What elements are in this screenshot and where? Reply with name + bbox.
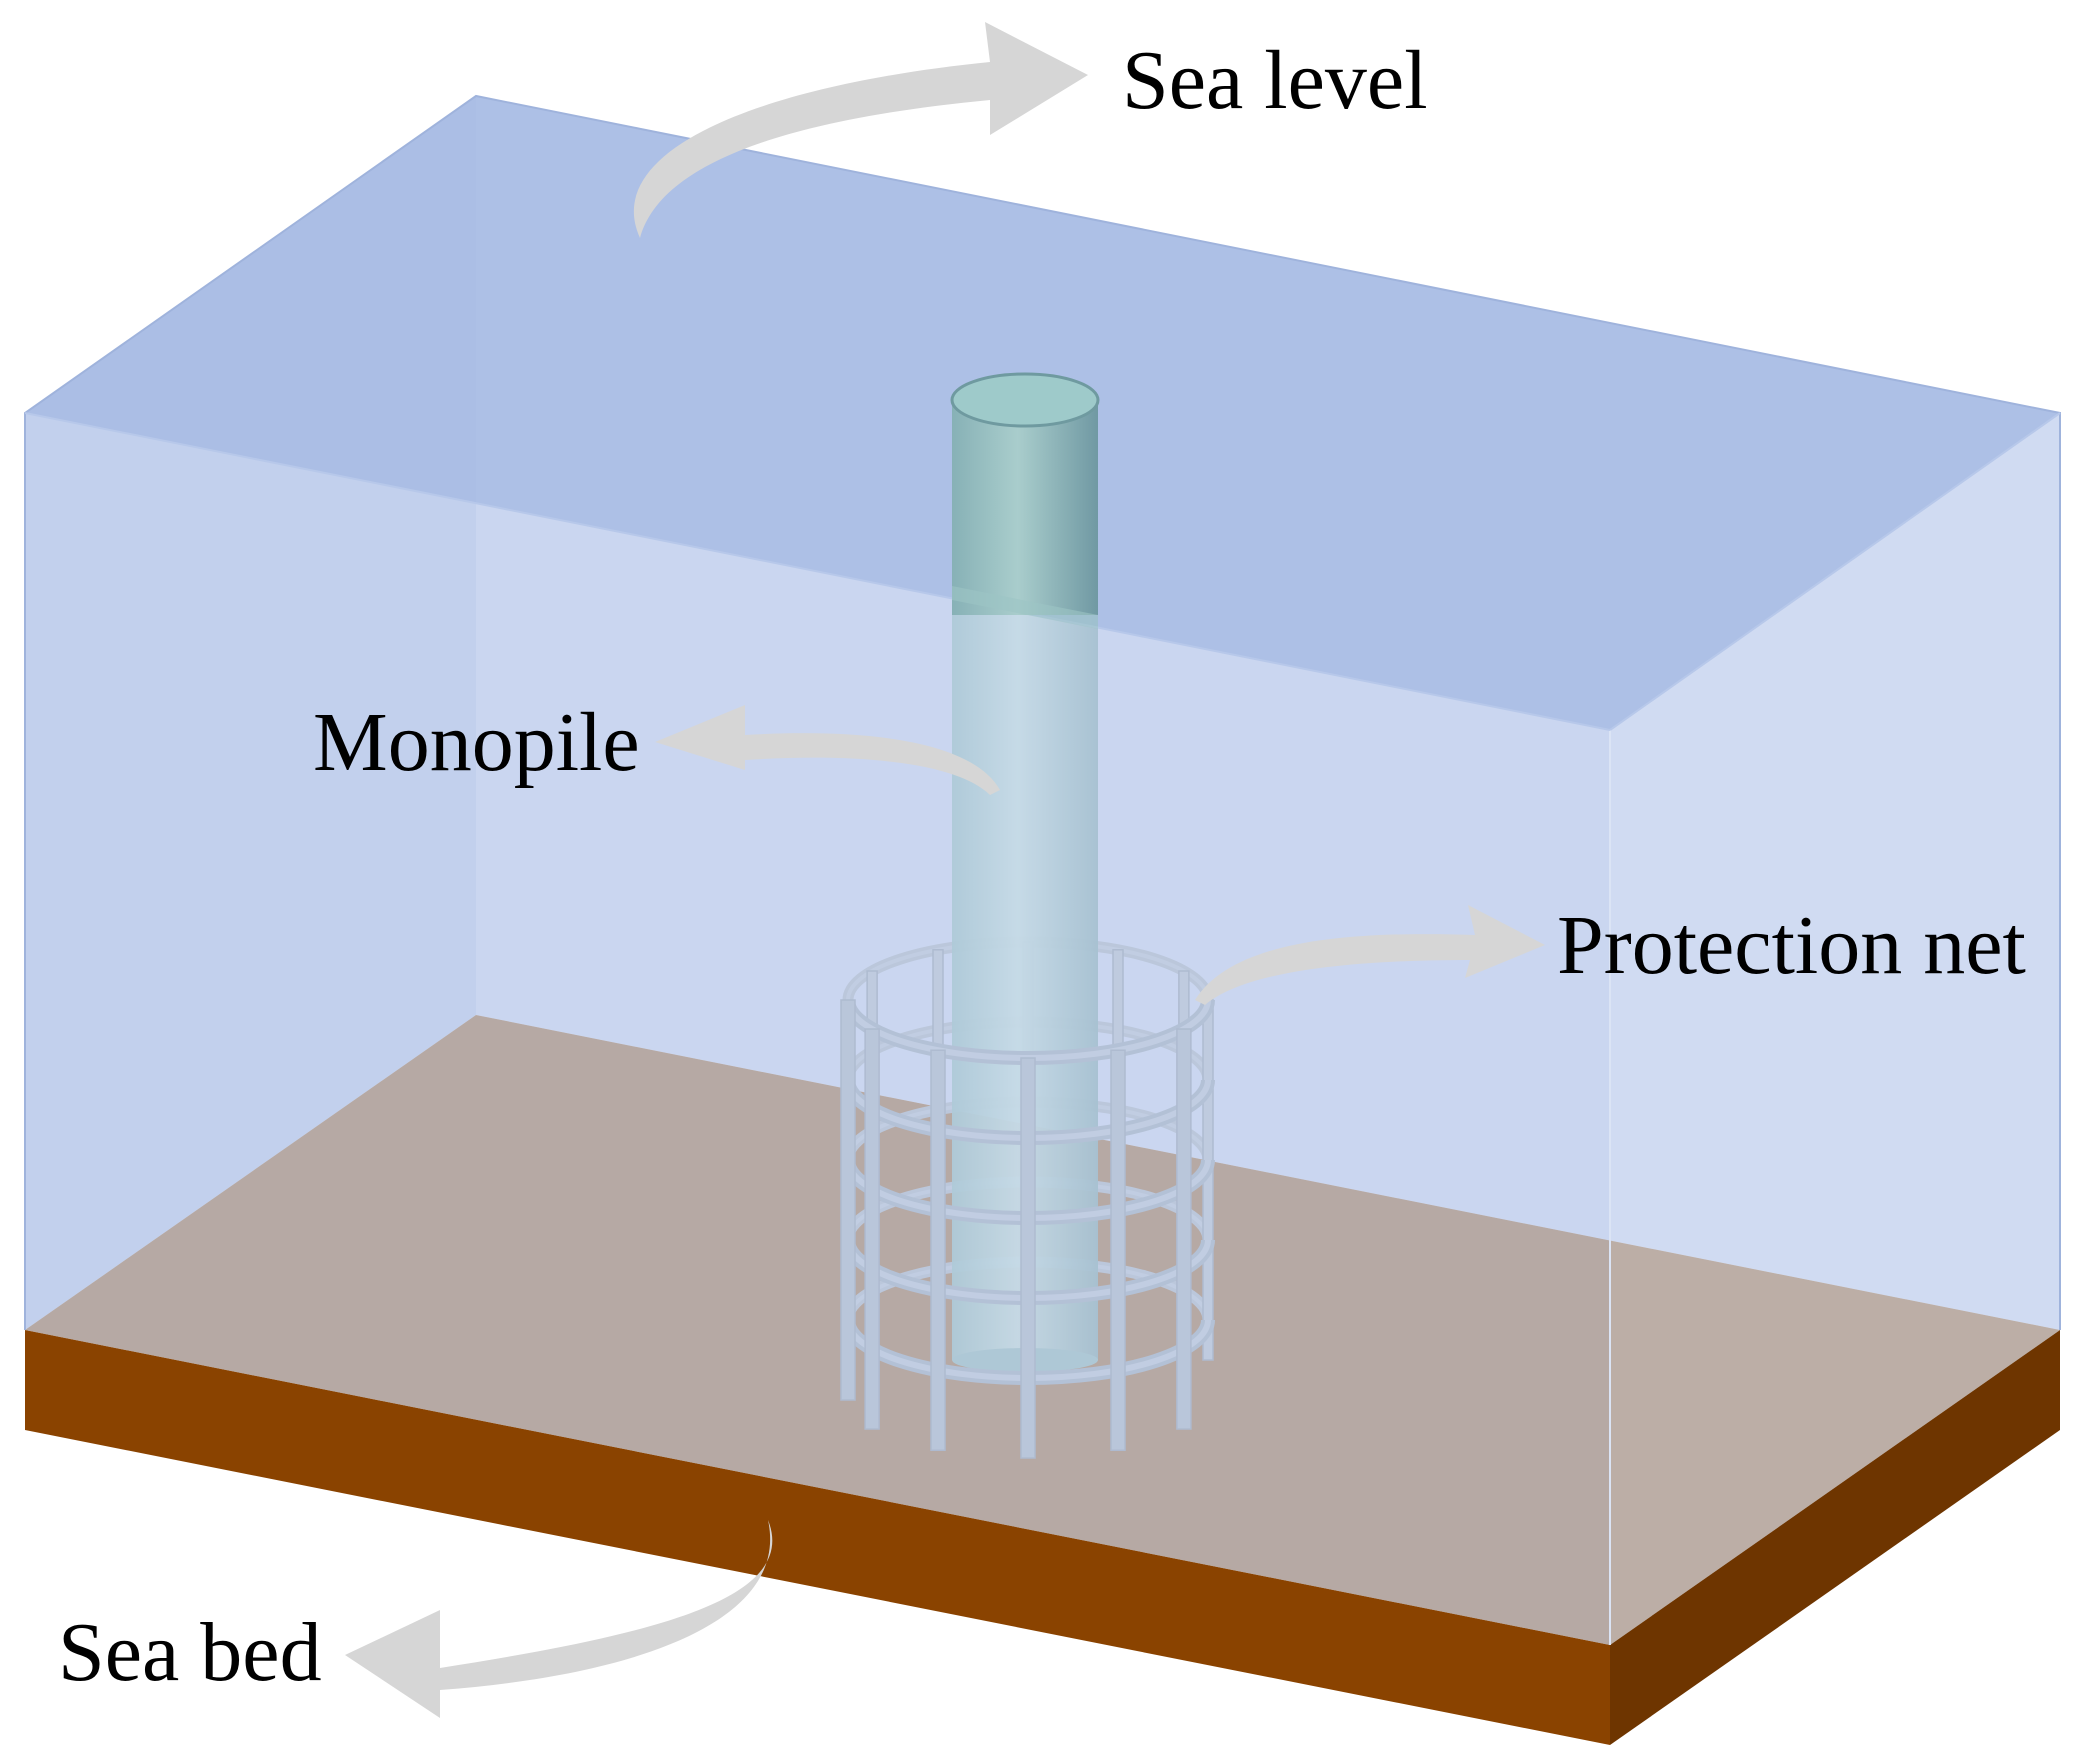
sea-level-arrow: [633, 22, 1088, 238]
protection-net-label: Protection net: [1557, 899, 2026, 992]
sea-bed-label: Sea bed: [58, 1606, 322, 1699]
seabed-front-face: [25, 1330, 1610, 1745]
water-right-face: [1610, 413, 2060, 1645]
monopile-label: Monopile: [313, 696, 640, 789]
monopile-shaft-above: [952, 400, 1098, 615]
protection-net-arrow: [1195, 905, 1545, 1005]
monopile-top: [950, 372, 1100, 428]
sea-level-label: Sea level: [1122, 34, 1428, 127]
water-front-face: [25, 413, 1610, 1645]
monopile-surface-cut: [952, 586, 1098, 629]
water-box-edge-top-right: [1609, 412, 2061, 731]
labels: Sea level Monopile Protection net Sea be…: [58, 34, 2026, 1699]
water-box-edge-top-front: [24, 412, 1611, 731]
seabed-side-face: [1610, 1330, 2060, 1745]
sea-bed-arrow: [345, 1520, 773, 1718]
water-front: [24, 94, 2061, 1645]
callout-arrows: [345, 22, 1545, 1718]
monopile-arrow: [655, 705, 1000, 795]
water-box-edges: [24, 94, 2061, 1330]
monopile-above-surface: [950, 372, 1100, 629]
